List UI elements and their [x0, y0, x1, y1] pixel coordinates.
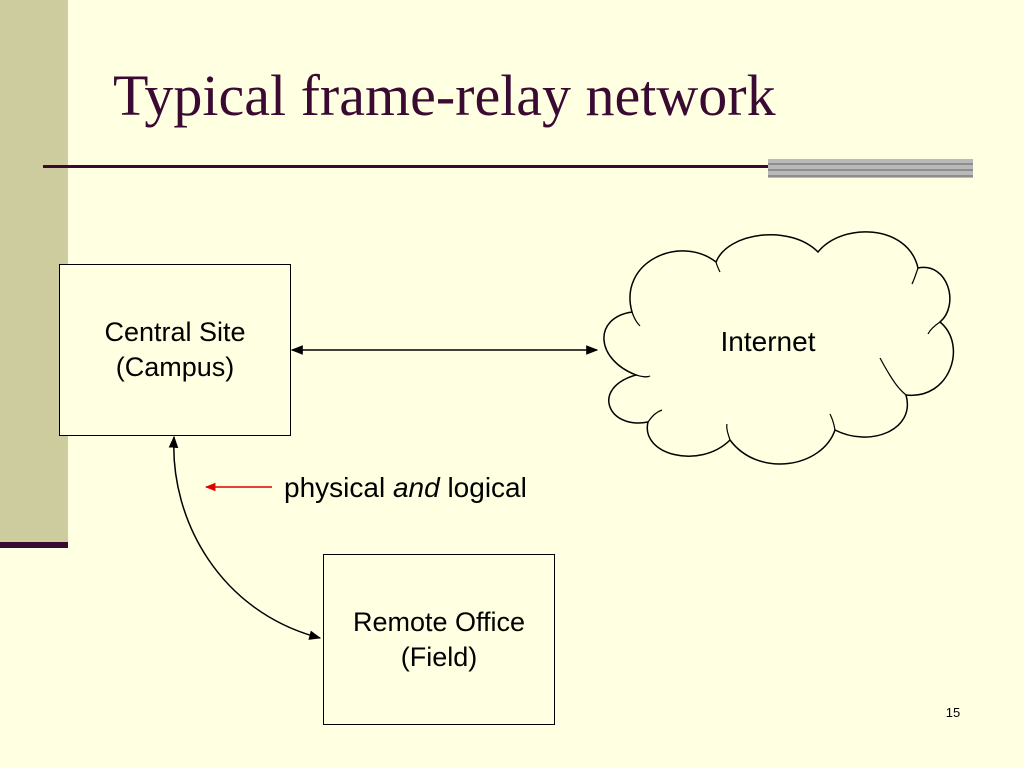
title-underline: [43, 165, 973, 168]
legend-logical: logical: [447, 472, 527, 503]
cloud-detail: [715, 261, 721, 273]
cloud-detail: [927, 321, 941, 335]
left-side-bar-accent: [0, 542, 68, 548]
cloud-detail: [726, 423, 731, 441]
page-number: 15: [945, 705, 961, 720]
cloud-detail: [647, 409, 663, 423]
central-remote-link: [168, 435, 322, 640]
central-site-sublabel: (Campus): [115, 352, 235, 382]
slide-title: Typical frame-relay network: [113, 63, 776, 128]
central-site-label: Central Site: [104, 317, 246, 347]
cloud-detail: [635, 374, 651, 378]
cloud-detail: [879, 357, 907, 396]
cloud-detail: [911, 267, 919, 285]
central-site-box: Central Site (Campus): [59, 264, 291, 436]
remote-office-label: Remote Office: [352, 606, 526, 637]
internet-label: Internet: [720, 326, 816, 357]
legend-text: physical and logical: [284, 472, 527, 504]
title-underline-accent: [768, 159, 973, 178]
remote-office-box: Remote Office (Field): [323, 554, 555, 725]
legend-and: and: [392, 472, 440, 503]
left-side-bar: [0, 0, 68, 548]
cloud-detail: [631, 311, 641, 327]
cloud-detail: [829, 413, 836, 431]
legend-physical: physical: [284, 472, 386, 503]
remote-office-sublabel: (Field): [400, 641, 478, 672]
